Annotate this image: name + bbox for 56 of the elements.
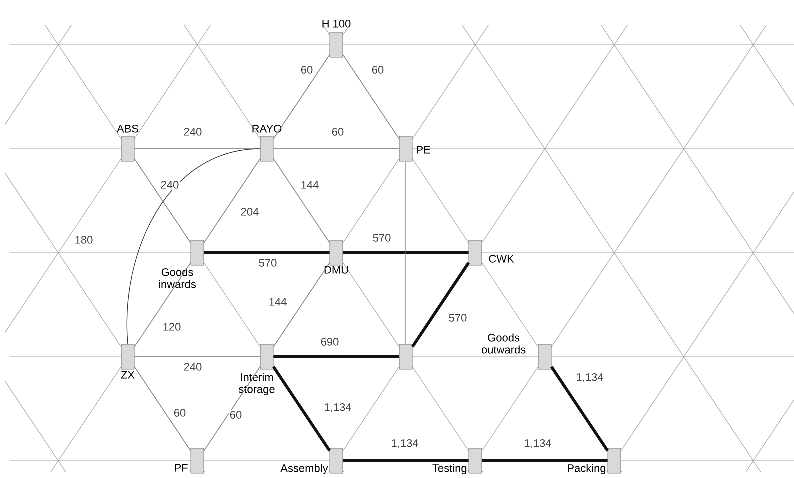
- connection-line: [482, 460, 608, 462]
- edge-label: 60: [300, 65, 314, 75]
- connection-line: [342, 54, 400, 140]
- connection-line: [134, 262, 192, 348]
- station-label: ZX: [121, 371, 135, 379]
- edge-label: 690: [320, 337, 340, 347]
- edge-label: 1,134: [523, 438, 553, 450]
- edge-label: 120: [162, 322, 182, 332]
- station-label: ABS: [117, 125, 138, 133]
- connection-line: [204, 252, 330, 254]
- connection-line: [550, 366, 610, 452]
- connection-line: [411, 262, 470, 348]
- edge-label: 60: [370, 65, 386, 75]
- edge-label: 60: [228, 410, 244, 420]
- edge-label: 144: [268, 297, 288, 307]
- connection-line: [204, 366, 261, 452]
- connection-line: [274, 356, 400, 358]
- edge-label: 204: [240, 207, 260, 217]
- connection-line: [273, 158, 330, 244]
- connection-line: [273, 148, 400, 150]
- station-label: H 100: [322, 20, 351, 28]
- edge-label: 144: [300, 180, 320, 190]
- edge-label: 240: [182, 127, 204, 137]
- station-label: Testing: [432, 464, 467, 474]
- edge-label: 180: [74, 235, 94, 245]
- station-label: DMU: [324, 266, 348, 274]
- station-label: PE: [417, 146, 430, 154]
- edge-label: 570: [258, 258, 278, 268]
- connection-line: [126, 148, 261, 345]
- connection-line: [273, 54, 330, 140]
- station-box: [399, 344, 413, 370]
- edge-label: 240: [160, 180, 180, 190]
- station-label: Packing: [568, 464, 606, 474]
- edge-label: 1,134: [575, 372, 605, 384]
- connection-line: [343, 252, 469, 254]
- edge-label: 60: [172, 408, 188, 418]
- edge-label: 60: [330, 127, 346, 137]
- connection-line: [343, 460, 469, 462]
- connection-line: [204, 158, 261, 244]
- station-label: Assembly: [280, 464, 328, 474]
- edge-label: 240: [182, 362, 204, 372]
- edge-label: 1,134: [323, 402, 353, 414]
- connection-line: [272, 366, 332, 452]
- station-label: CWK: [489, 255, 514, 263]
- station-label: PF: [175, 464, 188, 472]
- station-label: Goods inwards: [159, 268, 196, 288]
- edge-label: 570: [448, 313, 468, 323]
- connection-line: [134, 158, 192, 244]
- connection-line: [273, 262, 330, 348]
- station-label: Goods outwards: [482, 334, 526, 354]
- edge-label: 570: [372, 233, 392, 243]
- station-label: RAYO: [252, 125, 282, 133]
- station-label: Interim storage: [238, 373, 275, 396]
- edge-label: 1,134: [390, 438, 420, 450]
- connection-line: [134, 356, 261, 358]
- connection-line: [134, 366, 192, 452]
